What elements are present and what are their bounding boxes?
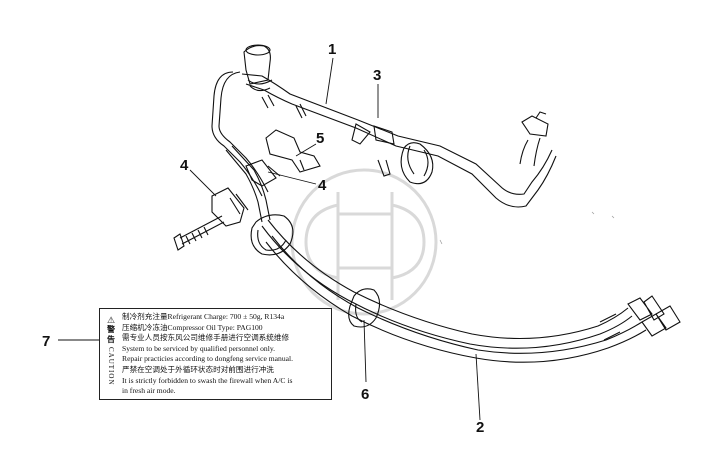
callout-7: 7	[42, 333, 51, 350]
warning-triangle-icon: ⚠	[106, 315, 116, 325]
watermark-logo	[290, 168, 438, 316]
callout-2: 2	[476, 419, 485, 436]
caution-side-en: CAUTION	[107, 347, 115, 386]
callout-6: 6	[361, 386, 370, 403]
caution-label: ⚠ 警 告 CAUTION 制冷剂充注量Refrigerant Charge: …	[99, 308, 332, 400]
callout-3: 3	[373, 67, 382, 84]
leader-lines	[58, 57, 481, 421]
top-fitting	[243, 44, 273, 92]
caution-line: in fresh air mode.	[122, 386, 176, 396]
caution-line: Repair practicies according to dongfeng …	[122, 354, 294, 364]
caution-line: 严禁在空调处于外循环状态时对前围进行冲洗	[122, 364, 274, 374]
center-marks	[439, 211, 615, 245]
callout-5: 5	[316, 130, 325, 147]
lower-hoses	[261, 219, 681, 363]
caution-label-text: 制冷剂充注量Refrigerant Charge: 700 ± 50g, R13…	[122, 312, 330, 397]
caution-line: 压缩机冷冻油Compressor Oil Type: PAG100	[122, 322, 263, 332]
caution-line: 制冷剂充注量Refrigerant Charge: 700 ± 50g, R13…	[122, 312, 285, 321]
mid-pipe-clamps	[173, 129, 321, 251]
callout-1: 1	[328, 41, 337, 58]
caution-line: System to be serviced by qualified perso…	[122, 343, 276, 353]
caution-line: It is strictly forbidden to swash the fi…	[122, 375, 293, 385]
caution-side-cn-2: 告	[107, 335, 115, 344]
grommets	[250, 214, 381, 328]
callout-4-upper: 4	[180, 157, 189, 174]
caution-line: 需专业人员按东风公司维修手册进行空调系统维修	[122, 333, 290, 343]
pipe-assembly-upper	[211, 71, 557, 208]
caution-side-cn-1: 警	[107, 325, 115, 334]
callout-4-lower: 4	[318, 177, 327, 194]
caution-label-side: ⚠ 警 告 CAUTION	[104, 315, 118, 395]
